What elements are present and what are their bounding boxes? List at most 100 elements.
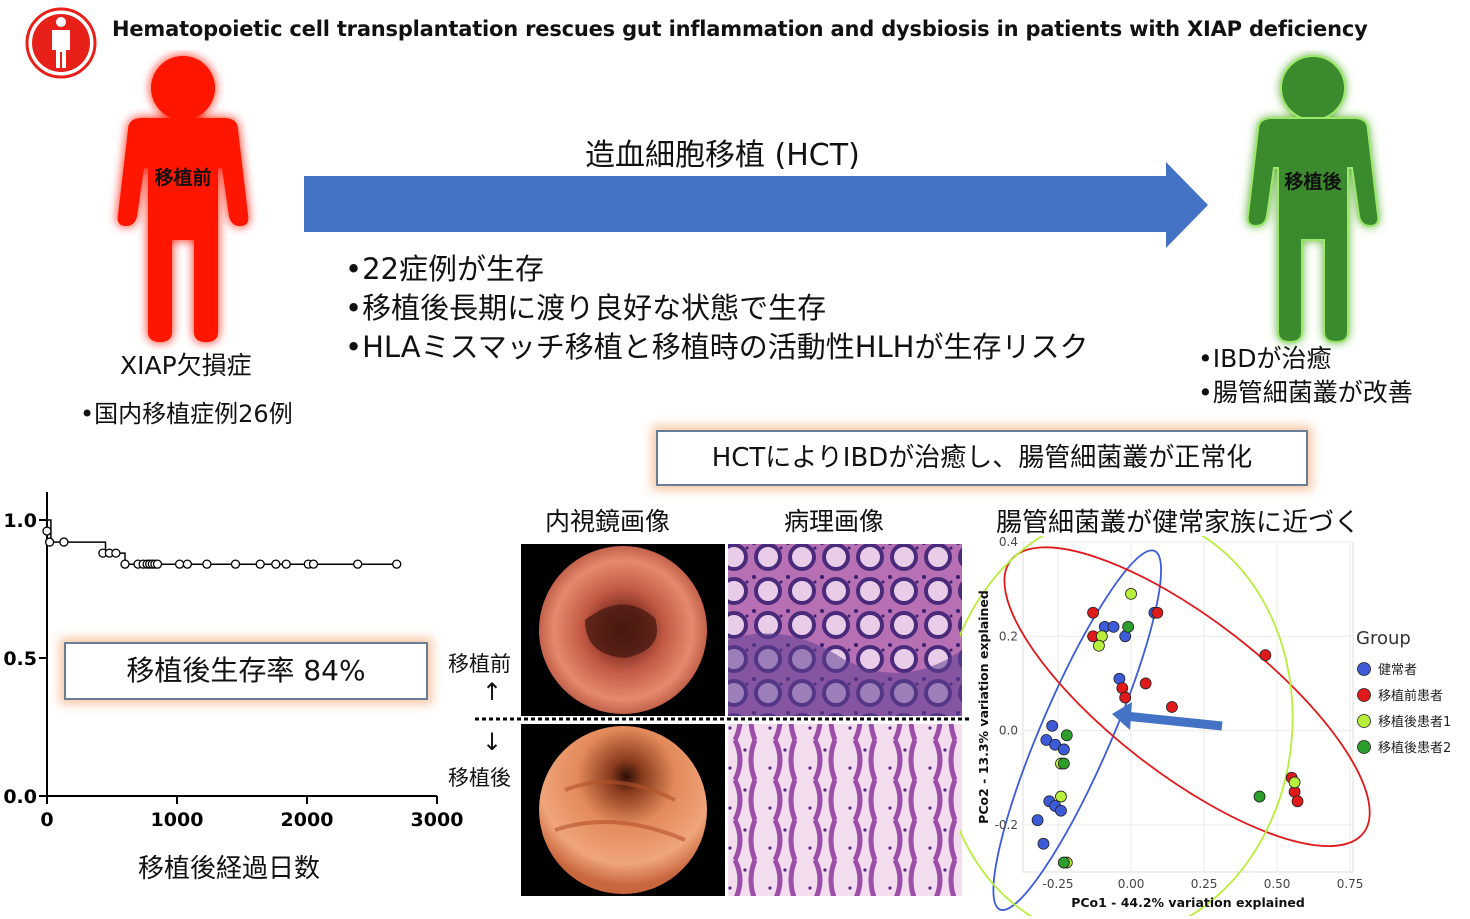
image-panels	[475, 544, 970, 896]
post-label: 移植後	[1284, 170, 1342, 193]
pcoa-point	[1288, 776, 1301, 789]
post-outcome-microbiota: •腸管細菌叢が改善	[1198, 378, 1413, 407]
legend-swatch	[1357, 740, 1371, 754]
bullet-long-term: •移植後長期に渡り良好な状態で生存	[345, 291, 827, 325]
pcoa-point	[1122, 620, 1135, 633]
legend-swatch	[1357, 714, 1371, 728]
pcoa-y-label: PCo2 - 13.3% variation explained	[976, 590, 991, 824]
pcoa-point	[1057, 757, 1070, 770]
pcoa-y-tick-label: 0.4	[999, 536, 1018, 549]
pcoa-point	[1259, 649, 1272, 662]
censor-mark	[255, 559, 265, 569]
pcoa-chart: -0.25 0.00 0.25 0.50 0.75 0.4 0.2 0.0 -0.2 PCo1 …	[960, 536, 1451, 916]
km-y-tick-label: 0.5	[3, 648, 37, 670]
pcoa-point	[1037, 837, 1050, 850]
legend-entry: 移植後患者2	[1378, 741, 1451, 756]
pcoa-x-tick-label: -0.25	[1043, 877, 1074, 891]
km-x-tick-label: 2000	[281, 809, 334, 831]
censor-mark	[353, 559, 363, 569]
pcoa-y-tick-label: 0.0	[999, 724, 1018, 738]
pcoa-point	[1119, 691, 1132, 704]
censor-mark	[308, 559, 319, 569]
censor-mark	[281, 559, 291, 569]
endoscopy-label: 内視鏡画像	[545, 507, 671, 536]
down-arrow-icon: ↓	[482, 728, 503, 756]
post-outcomes: •IBDが治癒 •腸管細菌叢が改善	[1198, 342, 1413, 410]
survival-x-label: 移植後経過日数	[138, 854, 321, 884]
survival-chart: 1.0 0.5 0.0 0 1000 2000 3000	[3, 492, 464, 831]
censor-mark	[111, 548, 121, 558]
censor-mark	[42, 526, 52, 536]
outcome-bullets: •22症例が生存 •移植後長期に渡り良好な状態で生存 •HLAミスマッチ移植と移…	[345, 250, 1088, 367]
survival-line	[47, 519, 398, 565]
km-y-tick-label: 0.0	[3, 786, 37, 808]
pcoa-x-tick-label: 0.00	[1118, 877, 1145, 891]
case-count-note: •国内移植症例26例	[80, 400, 293, 428]
pcoa-point	[1046, 719, 1059, 732]
pcoa-point	[1060, 729, 1073, 742]
pre-transplant-figure: 移植前	[117, 56, 249, 342]
pcoa-point	[1125, 587, 1137, 600]
bullet-risk: •HLAミスマッチ移植と移植時の活動性HLHが生存リスク	[345, 330, 1089, 364]
pathology-after	[728, 724, 962, 896]
pcoa-x-label: PCo1 - 44.2% variation explained	[1071, 895, 1305, 910]
pcoa-x-tick-label: 0.25	[1191, 877, 1218, 891]
censor-mark	[44, 537, 55, 547]
censor-mark	[202, 559, 212, 569]
pcoa-point	[1291, 795, 1304, 808]
microbiome-title: 腸管細菌叢が健常家族に近づく	[996, 508, 1361, 538]
after-label: 移植後	[448, 766, 511, 790]
summary-box: HCTによりIBDが治癒し、腸管細菌叢が正常化	[656, 430, 1308, 486]
km-x-tick-label: 0	[40, 809, 53, 831]
legend-swatch	[1357, 688, 1371, 702]
up-arrow-icon: ↑	[482, 678, 503, 706]
post-transplant-figure: 移植後	[1246, 55, 1380, 344]
censor-mark	[271, 559, 281, 569]
pcoa-point	[1093, 639, 1105, 652]
hct-arrow	[304, 162, 1208, 248]
pcoa-point	[1055, 790, 1067, 803]
pcoa-x-tick-label: 0.50	[1264, 877, 1291, 891]
person-in-circle-icon	[25, 7, 97, 79]
censor-mark	[120, 559, 130, 569]
before-label: 移植前	[448, 652, 511, 676]
km-x-tick-label: 1000	[151, 809, 204, 831]
km-y-tick-label: 1.0	[3, 510, 37, 532]
legend-swatch	[1357, 662, 1371, 676]
hct-label: 造血細胞移植 (HCT)	[585, 138, 860, 173]
censor-mark	[59, 537, 69, 547]
pathology-label: 病理画像	[784, 507, 885, 536]
censor-mark	[174, 559, 185, 569]
legend-entry: 移植前患者	[1378, 688, 1443, 704]
post-outcome-ibd: •IBDが治癒	[1198, 344, 1332, 373]
pcoa-panel	[1022, 541, 1354, 873]
legend-entry: 移植後患者1	[1378, 715, 1451, 730]
pcoa-y-tick-label: 0.2	[999, 629, 1018, 643]
pcoa-x-tick-label: 0.75	[1337, 877, 1364, 891]
pcoa-point	[1107, 620, 1120, 633]
pcoa-point	[1055, 804, 1067, 817]
censor-mark	[152, 559, 163, 569]
censor-mark	[230, 559, 241, 569]
page-title: Hematopoietic cell transplantation rescu…	[112, 17, 1368, 41]
pcoa-point	[1057, 743, 1070, 756]
pcoa-point	[1166, 701, 1178, 713]
pre-label: 移植前	[154, 166, 211, 189]
shift-arrow-shaft	[1124, 711, 1223, 731]
disease-name: XIAP欠損症	[120, 351, 252, 380]
pcoa-point	[1057, 856, 1070, 869]
bullet-survival: •22症例が生存	[345, 252, 545, 286]
pcoa-point	[1253, 790, 1266, 803]
pcoa-point	[1087, 606, 1099, 619]
pcoa-y-tick-label: -0.2	[995, 818, 1018, 832]
group-ellipse	[960, 536, 1294, 916]
censor-mark	[182, 559, 193, 569]
pcoa-point	[1151, 606, 1164, 619]
legend-title: Group	[1356, 628, 1411, 649]
pcoa-point	[1139, 677, 1152, 690]
shift-arrow-head	[1112, 702, 1132, 730]
km-x-tick-label: 3000	[411, 809, 464, 831]
survival-rate-box: 移植後生存率 84%	[64, 642, 428, 700]
legend-entry: 健常者	[1378, 663, 1417, 678]
censor-mark	[392, 559, 402, 569]
